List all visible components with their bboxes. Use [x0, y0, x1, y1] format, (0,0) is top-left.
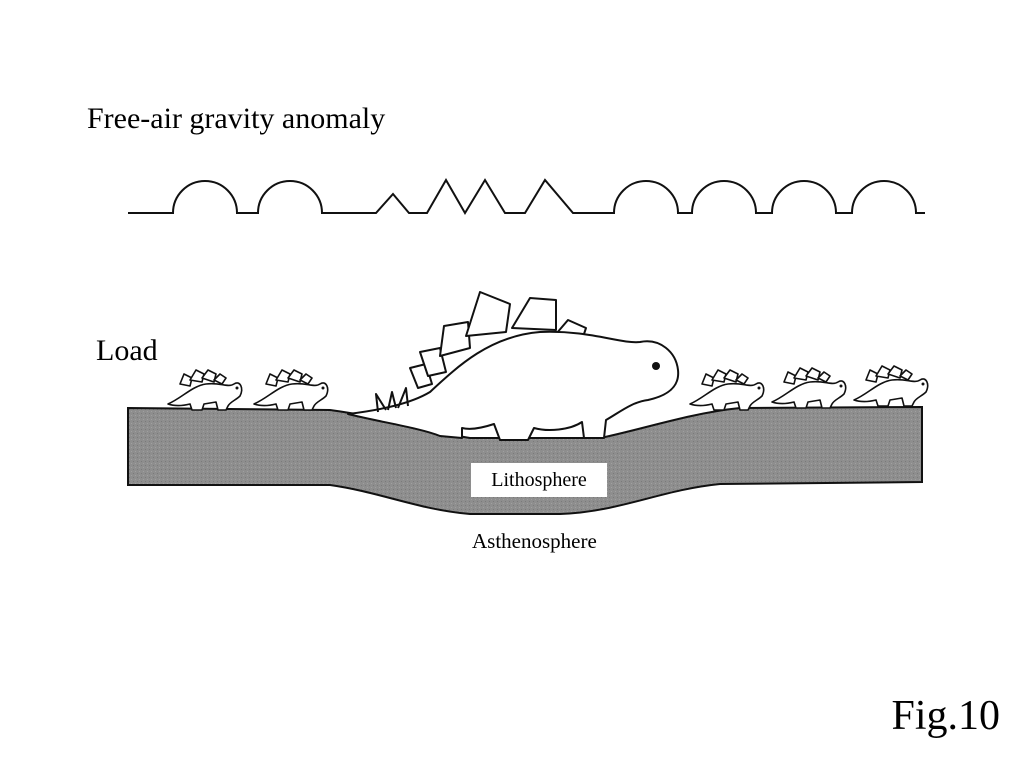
stegosaurus-small-icon	[853, 365, 929, 407]
stegosaurus-small-icon	[167, 369, 243, 411]
gravity-anomaly-profile	[128, 177, 925, 215]
figure-number: Fig.10	[891, 693, 1000, 739]
stegosaurus-large-icon	[347, 291, 680, 441]
load-label: Load	[96, 334, 158, 367]
stegosaurus-small-icon	[689, 369, 765, 411]
diagram-title: Free-air gravity anomaly	[87, 102, 386, 135]
stegosaurus-small-icon	[253, 369, 329, 411]
stegosaurus-small-icon	[771, 367, 847, 409]
lithosphere-label: Lithosphere	[471, 463, 607, 497]
asthenosphere-label: Asthenosphere	[472, 529, 597, 553]
